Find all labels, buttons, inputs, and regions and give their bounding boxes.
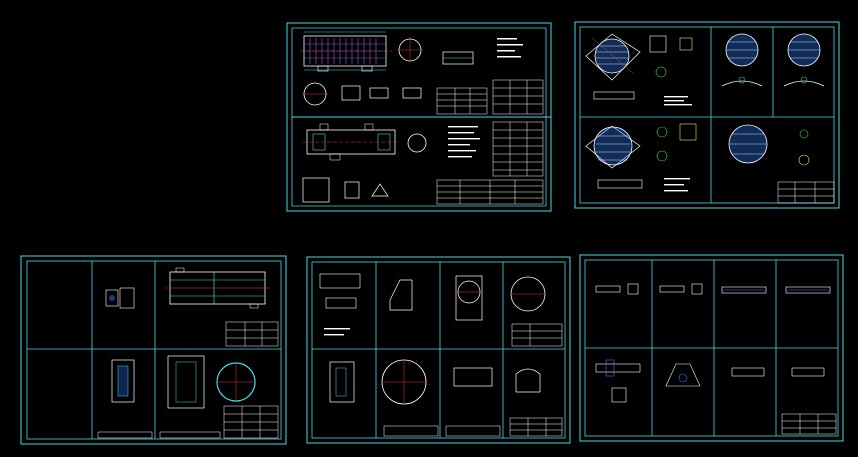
baffle-section-1 (721, 80, 763, 87)
sheet-3-flange (105, 289, 119, 307)
sheet-4-border (306, 256, 571, 444)
sheet-4-plate (319, 273, 361, 289)
sheet-4-inner (311, 261, 566, 439)
heat-exchanger-assembly-view (300, 31, 392, 72)
sheet-2-detail-4 (679, 123, 697, 141)
sheet-4-saddle (389, 279, 413, 311)
sheet-3-section (111, 359, 135, 403)
detail-c (371, 183, 389, 197)
sheet-2[interactable] (574, 21, 840, 209)
sheet-2-notes-2 (664, 178, 690, 192)
shell-end-view (407, 133, 427, 153)
sheet-3-inner (26, 260, 282, 440)
sheet-4-strip (383, 425, 501, 437)
tubesheet-layout-view (585, 33, 641, 81)
sheet-5-border (579, 254, 844, 442)
sheet-5-part-7 (731, 367, 765, 377)
baffle-section-2 (783, 80, 825, 87)
pipe-detail (369, 87, 389, 99)
sheet-2-border (574, 21, 840, 209)
sheet-1-table-b (492, 79, 544, 115)
sheet-1-title-block (436, 179, 544, 205)
sheet-2-bar-detail-2 (597, 179, 643, 189)
sheet-3-channel (167, 355, 205, 409)
sheet-4-table-a (511, 323, 563, 347)
sheet-4[interactable] (306, 256, 571, 444)
sheet-5-part-5 (595, 359, 641, 403)
sheet-1-notes-2 (448, 126, 480, 158)
sheet-5-title-block (781, 413, 837, 435)
sheet-4-title-block (509, 417, 563, 437)
sheet-2-notes-1 (664, 96, 692, 106)
sheet-1[interactable] (286, 22, 552, 212)
sheet-4-nozzle (455, 275, 483, 321)
sheet-2-title-block (777, 181, 835, 204)
sheet-3-strip (97, 431, 221, 439)
shell-long-view (166, 267, 270, 309)
sheet-5-part-4 (785, 286, 831, 294)
sheet-3-table-a (225, 321, 279, 347)
sheet-3-border (20, 255, 287, 445)
detail-a (302, 177, 330, 203)
sheet-5-part-2 (659, 283, 703, 295)
sheet-5[interactable] (579, 254, 844, 442)
sheet-5-part-6 (665, 363, 701, 387)
coupling-detail (402, 87, 422, 99)
sheet-1-table-c (492, 121, 544, 177)
sheet-3-title-block (223, 405, 279, 439)
sheet-5-part-1 (595, 283, 639, 295)
sheet-4-section (329, 361, 355, 403)
sheet-5-part-3 (721, 286, 767, 294)
sheet-3[interactable] (20, 255, 287, 445)
sheet-2-detail-3 (655, 66, 667, 78)
sheet-2-inner (579, 26, 835, 204)
sheet-1-notes (497, 38, 523, 58)
sheet-4-elbow (515, 368, 541, 393)
sheet-2-detail-1 (649, 35, 667, 53)
detail-b (344, 181, 360, 199)
sheet-4-bracket (453, 367, 493, 387)
sheet-2-bar-detail (593, 91, 635, 100)
sheet-2-detail-2 (679, 37, 693, 51)
sheet-5-part-8 (791, 367, 825, 377)
nozzle-detail (341, 85, 361, 101)
shell-assembly-view (303, 123, 399, 161)
sheet-1-table-a (436, 87, 488, 115)
